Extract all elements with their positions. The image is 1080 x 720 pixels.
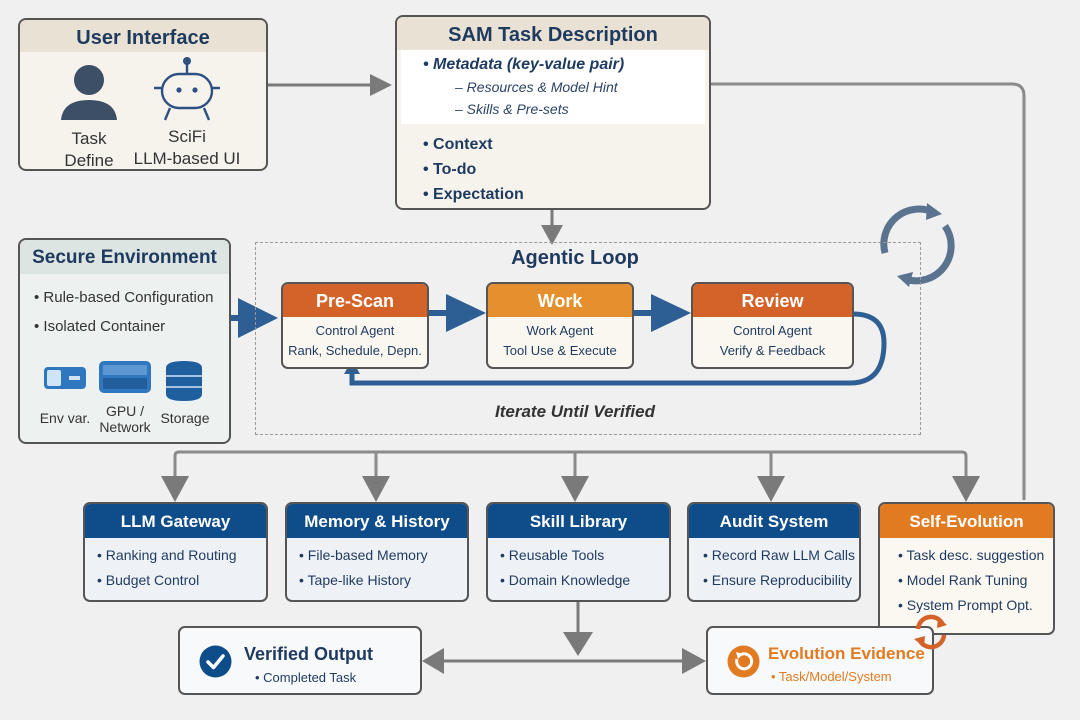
evolution-evidence-title: Evolution Evidence xyxy=(768,644,925,663)
module-skill-library: Skill Library • Reusable Tools • Domain … xyxy=(486,502,671,602)
module-item: • Model Rank Tuning xyxy=(898,572,1028,588)
step-work: Work Work Agent Tool Use & Execute xyxy=(486,282,634,369)
module-title: Audit System xyxy=(689,504,859,538)
arrow-env-to-prescan xyxy=(231,298,278,338)
arrow-to-outputs xyxy=(422,602,706,674)
storage-icon xyxy=(166,361,202,401)
robot-icon xyxy=(154,57,220,121)
step-title: Pre-Scan xyxy=(283,284,427,317)
arrow-to-memory-history xyxy=(362,476,390,502)
module-item: • Reusable Tools xyxy=(500,547,605,563)
sam-item-expectation: • Expectation xyxy=(423,186,524,203)
step-review: Review Control Agent Verify & Feedback xyxy=(691,282,854,369)
arrow-work-to-review xyxy=(633,294,691,332)
scifi-ui-line2: LLM-based UI xyxy=(133,149,241,168)
module-audit-system: Audit System • Record Raw LLM Calls • En… xyxy=(687,502,861,602)
feedback-line-self-evolution-to-sam xyxy=(711,82,1026,500)
gpu-network-icon xyxy=(99,361,151,393)
arrow-to-audit-system xyxy=(757,476,785,502)
module-item: • File-based Memory xyxy=(299,547,428,563)
module-item: • Task desc. suggestion xyxy=(898,547,1045,563)
env-var-icon xyxy=(44,367,86,389)
module-item: • Record Raw LLM Calls xyxy=(703,547,855,563)
gpu-label: GPU / xyxy=(105,403,145,419)
task-define-item: Task Define xyxy=(54,64,124,170)
sam-item-context: • Context xyxy=(423,136,493,153)
module-item: • System Prompt Opt. xyxy=(898,597,1033,613)
env-item: • Isolated Container xyxy=(34,318,166,335)
distribution-bus xyxy=(161,450,980,502)
task-define-line1: Task xyxy=(71,129,107,148)
loop-caption: Iterate Until Verified xyxy=(495,402,655,421)
arrow-prescan-to-work xyxy=(429,294,486,332)
module-title: LLM Gateway xyxy=(85,504,266,538)
module-item: • Domain Knowledge xyxy=(500,572,631,588)
metadata-block: • Metadata (key-value pair) – Resources … xyxy=(401,50,705,124)
verified-output-title: Verified Output xyxy=(244,644,374,664)
step-title: Work xyxy=(488,284,632,317)
metadata-sub: – Resources & Model Hint xyxy=(455,79,618,95)
arrow-ui-to-sam xyxy=(268,74,392,96)
module-title: Memory & History xyxy=(287,504,467,538)
sam-task-description-panel: SAM Task Description • Metadata (key-val… xyxy=(395,15,711,210)
verified-output-sub: • Completed Task xyxy=(255,670,357,685)
module-title: Skill Library xyxy=(488,504,669,538)
module-item: • Budget Control xyxy=(97,572,200,588)
step-agent: Control Agent xyxy=(315,323,395,338)
evolution-evidence-sub: • Task/Model/System xyxy=(771,669,892,684)
scifi-ui-item: SciFi LLM-based UI xyxy=(122,54,252,169)
verified-output-box: Verified Output • Completed Task xyxy=(178,626,422,695)
arrow-to-self-evolution xyxy=(952,476,980,502)
step-agent: Work Agent xyxy=(526,323,594,338)
gpu-network-label: GPU / Network xyxy=(92,403,158,435)
scifi-ui-line1: SciFi xyxy=(168,127,206,146)
module-llm-gateway: LLM Gateway • Ranking and Routing • Budg… xyxy=(83,502,268,602)
module-item: • Tape-like History xyxy=(299,572,412,588)
secure-environment-panel: Secure Environment • Rule-based Configur… xyxy=(18,238,231,444)
user-interface-title: User Interface xyxy=(20,20,266,52)
user-icon xyxy=(61,65,117,120)
secure-environment-title: Secure Environment xyxy=(20,240,229,274)
restore-icon xyxy=(727,645,760,678)
arrow-to-llm-gateway xyxy=(161,476,189,502)
module-item: • Ensure Reproducibility xyxy=(703,572,852,588)
network-label: Network xyxy=(99,419,151,435)
sam-item-todo: • To-do xyxy=(423,161,477,178)
evolution-evidence-box: Evolution Evidence • Task/Model/System xyxy=(706,626,934,695)
env-item: • Rule-based Configuration xyxy=(34,289,214,306)
arrow-to-skill-library xyxy=(561,476,589,502)
sam-title: SAM Task Description xyxy=(397,17,709,50)
storage-label: Storage xyxy=(160,410,210,426)
task-define-line2: Define xyxy=(64,151,114,170)
user-interface-panel: User Interface Task Define SciFi LLM-bas… xyxy=(18,18,268,171)
step-pre-scan: Pre-Scan Control Agent Rank, Schedule, D… xyxy=(281,282,429,369)
step-desc: Tool Use & Execute xyxy=(503,343,617,358)
env-var-label: Env var. xyxy=(39,410,91,426)
evolution-cycle-icon xyxy=(914,614,947,650)
step-desc: Rank, Schedule, Depn. xyxy=(288,343,422,358)
module-title: Self-Evolution xyxy=(880,504,1053,538)
metadata-sub: – Skills & Pre-sets xyxy=(455,101,569,117)
metadata-title: • Metadata (key-value pair) xyxy=(423,56,625,73)
module-self-evolution: Self-Evolution • Task desc. suggestion •… xyxy=(878,502,1055,635)
module-item: • Ranking and Routing xyxy=(97,547,237,563)
module-memory-history: Memory & History • File-based Memory • T… xyxy=(285,502,469,602)
agentic-loop-container xyxy=(255,242,921,435)
step-title: Review xyxy=(693,284,852,317)
step-agent: Control Agent xyxy=(733,323,812,338)
agentic-loop-title: Agentic Loop xyxy=(511,247,639,269)
arrow-sam-to-loop xyxy=(541,210,563,245)
step-desc: Verify & Feedback xyxy=(719,343,826,358)
checkmark-icon xyxy=(199,645,232,678)
